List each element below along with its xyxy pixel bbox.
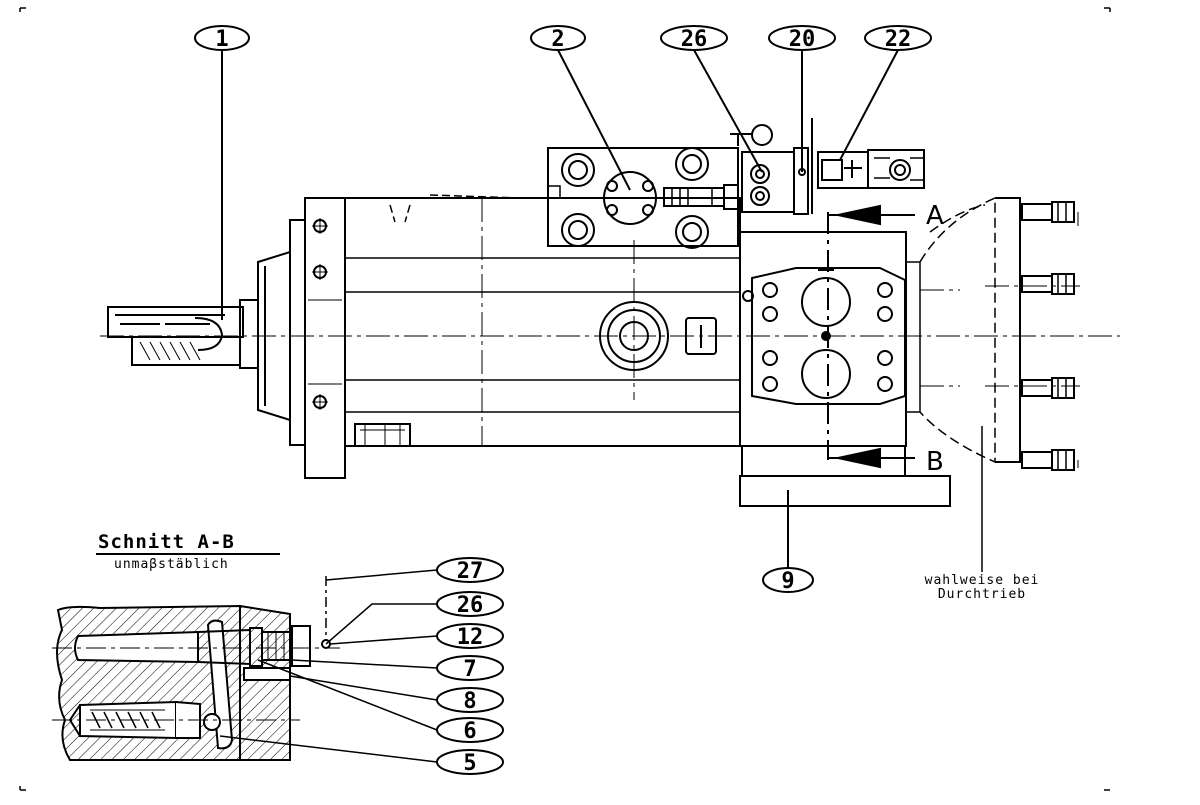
callout-2: 2 [530, 25, 631, 191]
section-line-a-b: A B [827, 201, 944, 477]
callout-12: 12 [329, 623, 504, 650]
callout-22: 22 [839, 25, 932, 161]
section-arrow-a-label: A [926, 201, 944, 231]
callout-9: 9 [762, 490, 814, 594]
control-valve-block [547, 118, 925, 249]
sub-unit-9 [739, 445, 951, 507]
svg-text:20: 20 [789, 27, 816, 52]
note-line-1: wahlweise bei [925, 573, 1040, 588]
frame-corner-marks [19, 7, 1111, 791]
callouts-main: 1 2 26 20 22 9 [194, 25, 932, 594]
callout-20: 20 [768, 25, 836, 172]
through-drive-note: wahlweise bei Durchtrieb [925, 426, 1040, 602]
section-title: Schnitt A-B [98, 531, 235, 553]
callout-26-main: 26 [660, 25, 763, 173]
svg-text:7: 7 [463, 657, 476, 682]
svg-text:27: 27 [457, 559, 484, 584]
svg-text:9: 9 [781, 569, 794, 594]
drive-shaft [107, 299, 259, 369]
center-lines [100, 198, 1120, 468]
section-arrow-b-label: B [926, 447, 944, 477]
svg-text:26: 26 [681, 27, 708, 52]
svg-text:12: 12 [457, 625, 484, 650]
svg-text:6: 6 [463, 719, 476, 744]
svg-text:2: 2 [551, 27, 564, 52]
callout-1: 1 [194, 25, 250, 320]
svg-text:8: 8 [463, 689, 476, 714]
svg-text:1: 1 [215, 27, 228, 52]
callout-8: 8 [289, 675, 504, 714]
callout-7: 7 [291, 655, 504, 682]
callouts-section: 27 26 12 7 8 6 5 [219, 557, 504, 776]
svg-text:26: 26 [457, 593, 484, 618]
svg-text:5: 5 [463, 751, 476, 776]
note-line-2: Durchtrieb [938, 587, 1026, 602]
through-drive-bolts [995, 197, 1075, 471]
callout-26-section: 26 [325, 591, 504, 645]
section-subtitle: unmaβstäblich [114, 557, 229, 572]
through-drive-flange [919, 196, 1021, 464]
pump-housing [344, 185, 741, 447]
callout-27: 27 [325, 557, 504, 584]
rear-housing [739, 231, 921, 447]
section-detail: Schnitt A-B unmaβstäblich [52, 531, 340, 761]
mounting-flange [257, 197, 346, 479]
callout-5: 5 [219, 735, 504, 776]
callout-6: 6 [257, 659, 504, 744]
pump-assembly: A B [100, 118, 1120, 507]
svg-text:22: 22 [885, 27, 912, 52]
